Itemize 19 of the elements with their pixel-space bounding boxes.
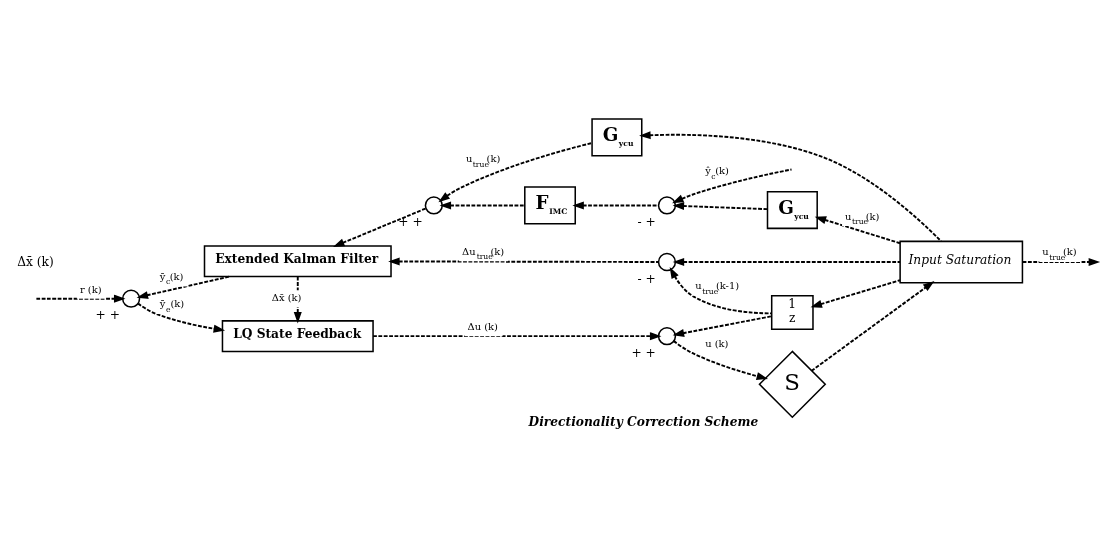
node-label: - + — [637, 271, 656, 286]
node-label: - + — [637, 214, 656, 229]
node-label: + + — [398, 214, 423, 229]
edge-label: r (k) — [79, 283, 102, 295]
edge-label: u$_{true}$(k) — [845, 210, 880, 226]
edge-label: ŷ$_{c}$(k) — [705, 165, 729, 181]
edge-label: u$_{true}$(k) — [465, 153, 501, 169]
edge-label: Δu$_{true}$(k) — [462, 245, 505, 262]
edge-label: u$_{true}$(k) — [1042, 246, 1077, 262]
node-label: Directionality Correction Scheme — [528, 415, 759, 430]
edge-label: u (k) — [705, 338, 729, 350]
edge-label: Δu (k) — [467, 321, 498, 333]
edge-label: Δx̄ (k) — [271, 292, 302, 304]
node-label: + + — [631, 345, 656, 360]
edge-label: u$_{true}$(k-1) — [695, 280, 740, 296]
edge-label: ȳ$_{c}$(k) — [159, 270, 184, 287]
label: Δx̄ (k) — [17, 254, 54, 269]
node-label: + + — [95, 308, 120, 323]
edge-label: ȳ$_{e}$(k) — [159, 298, 185, 314]
